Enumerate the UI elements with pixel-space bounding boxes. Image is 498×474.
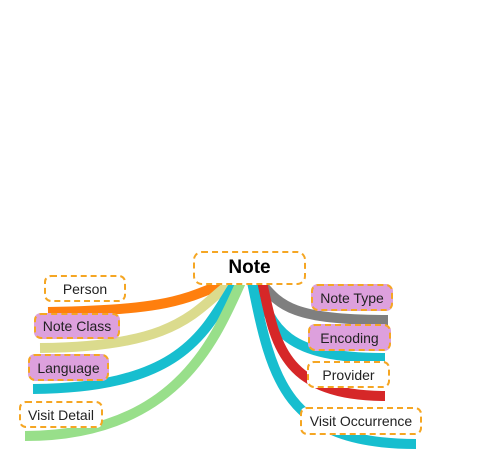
link-provider	[257, 280, 386, 401]
node-note-type[interactable]: Note Type	[311, 284, 393, 311]
root-node-note[interactable]: Note	[193, 251, 306, 285]
link-visit-occurrence	[247, 281, 417, 449]
link-visit-detail	[24, 279, 246, 441]
node-person[interactable]: Person	[44, 275, 126, 302]
link-language	[32, 279, 241, 394]
node-provider[interactable]: Provider	[307, 361, 390, 388]
node-note-class[interactable]: Note Class	[34, 313, 120, 339]
link-person	[47, 277, 230, 317]
link-note-class	[39, 278, 236, 353]
node-visit-detail[interactable]: Visit Detail	[19, 401, 103, 428]
node-visit-occurrence[interactable]: Visit Occurrence	[300, 407, 422, 435]
node-language[interactable]: Language	[28, 354, 109, 381]
node-encoding[interactable]: Encoding	[308, 324, 391, 351]
